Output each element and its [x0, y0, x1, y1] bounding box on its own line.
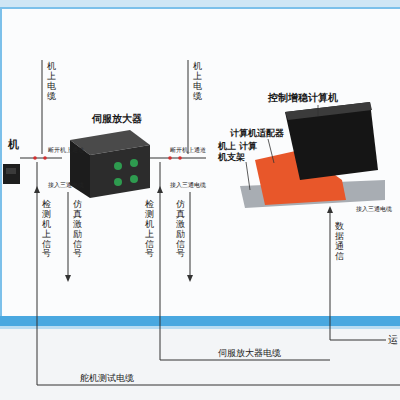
- computer-illustration: [240, 102, 385, 208]
- actuator-panel: [6, 168, 16, 174]
- cables: [20, 60, 400, 385]
- annotation: 运: [388, 333, 398, 347]
- annotation: 接入三通电缆: [356, 205, 392, 214]
- annotation: 舵机测试电缆: [80, 372, 134, 385]
- annotation: 伺服放大器电缆: [218, 347, 281, 360]
- node-text: 控制增稳计算机: [268, 91, 338, 105]
- vertical-label: 机上电缆: [193, 62, 202, 102]
- annotation: 断开机上通道: [170, 146, 206, 155]
- node-text: 伺服放大器: [92, 112, 142, 126]
- annotation: 断开机上通道: [48, 146, 84, 155]
- annotation: 接入三通电缆: [48, 181, 84, 190]
- vertical-label: 检测机上信号: [145, 200, 154, 259]
- actuator-device: [3, 164, 20, 184]
- panel-band-edge: [0, 326, 400, 329]
- panel: [1, 8, 400, 320]
- vertical-label: 数据通信: [335, 222, 344, 262]
- node-text: 机上 计算机支架: [218, 141, 264, 163]
- node-text: 计算机适配器: [230, 127, 284, 140]
- device-label: 伺服放大器: [92, 112, 142, 126]
- vertical-label: 仿真激励信号: [176, 200, 185, 259]
- vertical-label: 仿真激励信号: [73, 200, 82, 259]
- top-band: [0, 0, 400, 7]
- annotation: 接入三通电缆: [170, 181, 206, 190]
- device-label: 计算机适配器: [230, 127, 284, 140]
- device-label: 机上 计算机支架: [218, 141, 264, 163]
- vertical-label: 机上电缆: [47, 62, 56, 102]
- node-text: 机: [8, 137, 19, 152]
- device-label: 控制增稳计算机: [268, 91, 338, 105]
- device-label: 机: [8, 137, 19, 152]
- vertical-label: 检测机上信号: [42, 200, 51, 259]
- panel-band: [0, 316, 400, 326]
